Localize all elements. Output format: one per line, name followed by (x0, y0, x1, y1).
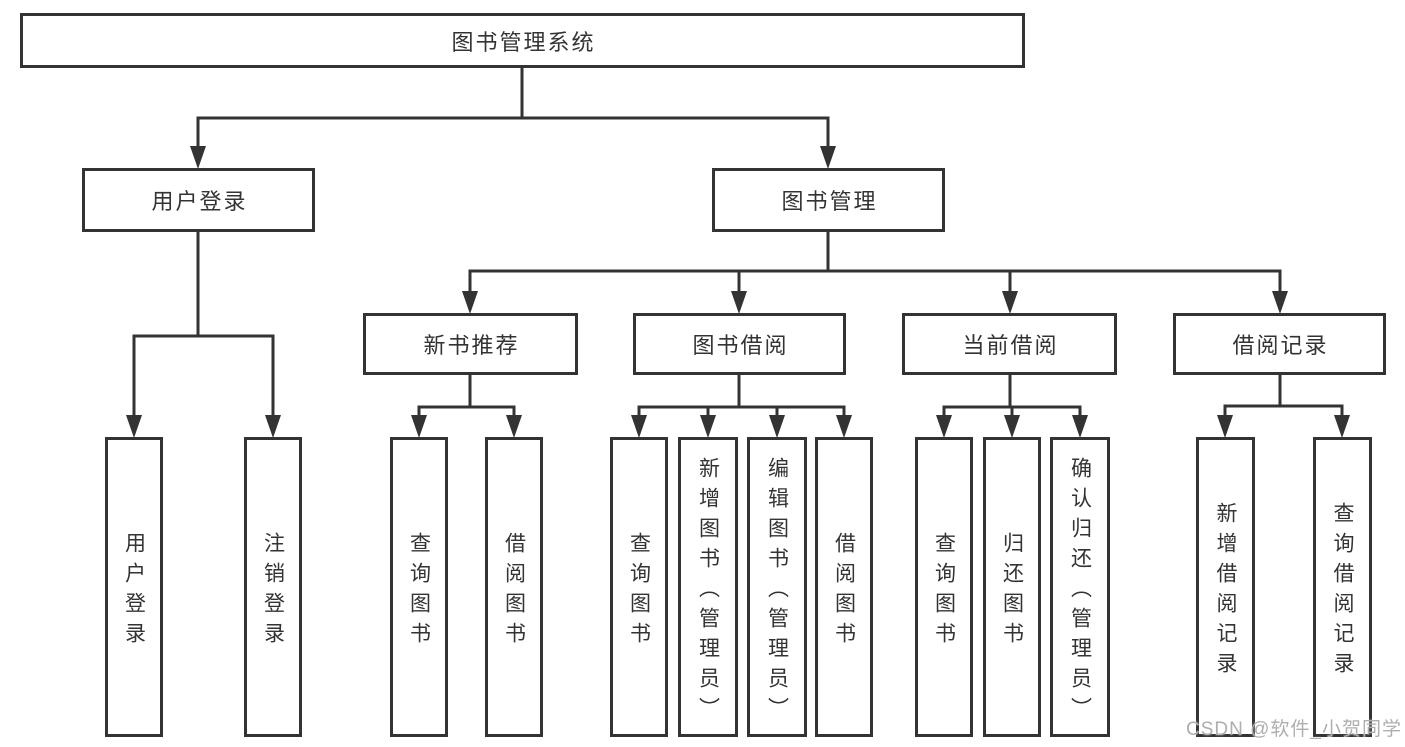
arrowhead-icon (769, 415, 785, 438)
arrowhead-icon (1002, 291, 1018, 314)
node-label: 新增借阅记录 (1214, 501, 1237, 682)
node-leaf-confirm-return: 确认归还（管理员） (1050, 437, 1110, 737)
node-leaf-logout: 注销登录 (244, 437, 302, 737)
node-user-login: 用户登录 (82, 168, 315, 232)
node-current-borrowing: 当前借阅 (902, 313, 1117, 375)
node-leaf-return-books: 归还图书 (983, 437, 1041, 737)
arrowhead-icon (1272, 291, 1288, 314)
arrowhead-icon (836, 415, 852, 438)
node-leaf-borrow-books-rec: 借阅图书 (485, 437, 543, 737)
node-leaf-add-books-admin: 新增图书（管理员） (678, 437, 738, 737)
arrowhead-icon (1004, 415, 1020, 438)
node-root-system: 图书管理系统 (20, 13, 1025, 68)
node-new-book-recommend: 新书推荐 (363, 313, 578, 375)
node-label: 当前借阅 (962, 333, 1059, 358)
arrowhead-icon (411, 415, 427, 438)
arrowhead-icon (631, 415, 647, 438)
node-label: 新增图书（管理员） (696, 456, 720, 727)
arrowhead-icon (1334, 415, 1350, 438)
node-label: 图书借阅 (692, 333, 789, 358)
node-label: 新书推荐 (423, 333, 520, 358)
node-label: 查询图书 (932, 531, 956, 652)
node-label: 图书管理 (781, 189, 878, 214)
node-label: 借阅图书 (502, 531, 526, 652)
arrowhead-icon (506, 415, 522, 438)
watermark: CSDN @软件_小贺同学 (1186, 719, 1402, 740)
node-label: 查询图书 (407, 531, 431, 652)
node-label: 用户登录 (151, 189, 248, 214)
node-leaf-query-borrow-record: 查询借阅记录 (1313, 437, 1372, 737)
node-label: 借阅图书 (832, 531, 856, 652)
node-leaf-query-books-rec: 查询图书 (390, 437, 448, 737)
node-label: 注销登录 (261, 531, 285, 652)
node-book-management: 图书管理 (712, 168, 945, 232)
node-label: 查询图书 (627, 531, 651, 652)
node-leaf-query-books-bor: 查询图书 (610, 437, 668, 737)
node-leaf-query-books-cur: 查询图书 (915, 437, 973, 737)
arrowhead-icon (1072, 415, 1088, 438)
node-label: 归还图书 (1000, 531, 1024, 652)
node-borrowing-records: 借阅记录 (1173, 313, 1386, 375)
arrowhead-icon (190, 146, 206, 169)
arrowhead-icon (1217, 415, 1233, 438)
arrowhead-icon (731, 291, 747, 314)
node-leaf-borrow-books-bor: 借阅图书 (815, 437, 873, 737)
arrowhead-icon (936, 415, 952, 438)
node-leaf-user-login: 用户登录 (105, 437, 163, 737)
arrowhead-icon (462, 291, 478, 314)
node-leaf-add-borrow-record: 新增借阅记录 (1196, 437, 1255, 737)
node-label: 编辑图书（管理员） (765, 456, 789, 727)
node-label: 用户登录 (122, 531, 146, 652)
arrowhead-icon (700, 415, 716, 438)
node-leaf-edit-books-admin: 编辑图书（管理员） (747, 437, 807, 737)
arrowhead-icon (820, 146, 836, 169)
arrowhead-icon (126, 415, 142, 438)
arrowhead-icon (265, 415, 281, 438)
node-label: 图书管理系统 (451, 29, 596, 55)
node-label: 确认归还（管理员） (1068, 456, 1092, 727)
node-book-borrowing: 图书借阅 (633, 313, 846, 375)
node-label: 查询借阅记录 (1331, 501, 1354, 682)
node-label: 借阅记录 (1232, 333, 1329, 358)
